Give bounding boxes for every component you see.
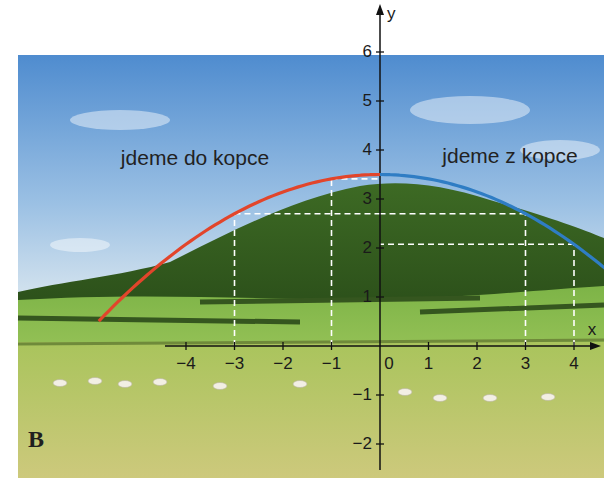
guides xyxy=(235,179,575,346)
x-arrow xyxy=(590,342,601,350)
dashed-guide xyxy=(235,213,381,215)
axes xyxy=(165,4,601,470)
tick-label: −3 xyxy=(225,354,244,374)
dashed-guide xyxy=(380,213,526,215)
tick-label: −1 xyxy=(322,354,341,374)
downhill-curve xyxy=(380,175,604,271)
x-tick xyxy=(428,342,429,350)
sheep xyxy=(153,379,167,386)
dashed-guide xyxy=(331,179,333,346)
axis-name: x xyxy=(588,320,597,340)
x-tick xyxy=(282,342,283,350)
hedgerow xyxy=(420,305,604,312)
y-tick xyxy=(376,198,384,199)
photo xyxy=(18,55,604,478)
cloud xyxy=(410,96,530,124)
meadow xyxy=(18,342,604,478)
sheep xyxy=(88,378,102,385)
tick-label: 4 xyxy=(363,140,372,160)
x-tick xyxy=(476,342,477,350)
dashed-guide xyxy=(380,243,574,245)
y-tick xyxy=(376,149,384,150)
tick-label: 5 xyxy=(363,91,372,111)
tick-label: −1 xyxy=(353,385,372,405)
tick-label: 6 xyxy=(363,42,372,62)
y-tick xyxy=(376,296,384,297)
y-axis xyxy=(379,12,381,470)
tick-label: 2 xyxy=(472,354,481,374)
fence xyxy=(18,340,604,344)
sheep xyxy=(541,394,555,401)
curve-caption: jdeme z kopce xyxy=(442,144,577,168)
tick-label: 3 xyxy=(363,189,372,209)
dashed-guide xyxy=(234,214,236,346)
x-tick xyxy=(185,342,186,350)
y-tick xyxy=(376,51,384,52)
y-arrow xyxy=(376,4,384,15)
tick-label: −2 xyxy=(273,354,292,374)
dashed-guide xyxy=(573,244,575,346)
tick-label: −2 xyxy=(353,434,372,454)
sheep xyxy=(53,380,67,387)
hedgerow xyxy=(200,298,480,302)
cloud xyxy=(50,238,110,252)
sheep xyxy=(433,395,447,402)
cloud xyxy=(70,110,170,130)
tick-label: −4 xyxy=(176,354,195,374)
tick-label: 1 xyxy=(363,287,372,307)
x-tick xyxy=(573,342,574,350)
y-tick xyxy=(376,443,384,444)
tick-label: 1 xyxy=(424,354,433,374)
tick-label: 2 xyxy=(363,238,372,258)
sheep xyxy=(213,383,227,390)
x-tick xyxy=(234,342,235,350)
tick-label: 0 xyxy=(384,354,393,374)
x-tick xyxy=(525,342,526,350)
panel-letter: B xyxy=(28,426,44,454)
x-tick xyxy=(331,342,332,350)
uphill-curve xyxy=(99,175,380,322)
sheep xyxy=(398,389,412,396)
sheep xyxy=(293,381,307,388)
axis-name: y xyxy=(387,4,396,24)
tick-label: 3 xyxy=(521,354,530,374)
y-tick xyxy=(376,394,384,395)
dashed-guide xyxy=(525,214,527,346)
y-tick xyxy=(376,247,384,248)
y-tick xyxy=(376,100,384,101)
hedgerow xyxy=(18,318,300,322)
tick-label: 4 xyxy=(569,354,578,374)
sheep xyxy=(118,381,132,388)
sheep xyxy=(483,395,497,402)
curve-caption: jdeme do kopce xyxy=(121,146,269,170)
